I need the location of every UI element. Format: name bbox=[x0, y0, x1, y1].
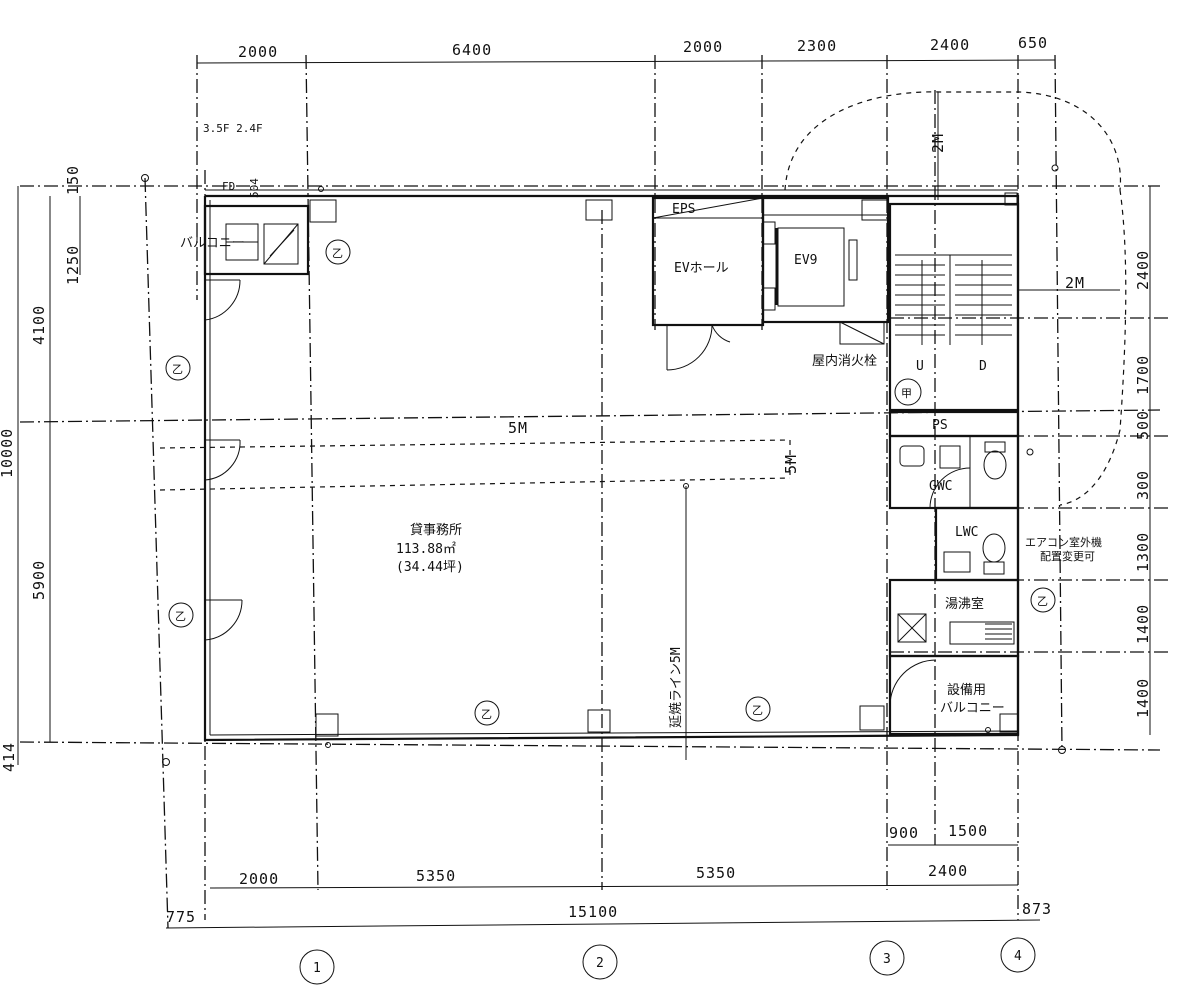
top-dim-6: 650 bbox=[1018, 34, 1048, 52]
left-dim-1: 150 bbox=[64, 165, 82, 195]
grid-label-2: 2 bbox=[596, 956, 604, 971]
right-dim-6: 1400 bbox=[1134, 604, 1152, 644]
right-dim-4: 300 bbox=[1134, 470, 1152, 500]
up-label: U bbox=[916, 359, 924, 374]
office-name: 貸事務所 bbox=[410, 522, 462, 538]
radius-2m-top: 2M bbox=[929, 133, 947, 153]
grid-markers bbox=[141, 174, 1066, 766]
bottom-row3-dim-2: 15100 bbox=[568, 903, 618, 921]
fire-door-otsu-1: 乙 bbox=[332, 247, 343, 260]
elevator-core: EPS EVホール EV9 屋内消火栓 bbox=[651, 196, 890, 371]
fire-door-otsu-6: 乙 bbox=[1037, 595, 1048, 608]
grid-label-4: 4 bbox=[1014, 949, 1022, 964]
equip-balcony-label-2: バルコニー bbox=[940, 701, 1005, 716]
right-dimension-labels: 2400 1700 500 300 1300 1400 1400 bbox=[1134, 250, 1152, 718]
bottom-row3-dim-1: 775 bbox=[166, 908, 196, 926]
right-dim-2: 1700 bbox=[1134, 355, 1152, 395]
right-dim-1: 2400 bbox=[1134, 250, 1152, 290]
service-rooms: PS GWC LWC 湯沸室 設備用 バルコニー エアコン室外機 配置変更可 bbox=[888, 410, 1102, 736]
left-dim-5: 414 bbox=[0, 742, 18, 772]
office-tsubo: (34.44坪) bbox=[396, 560, 464, 575]
bottom-dimension-labels: 900 1500 2000 5350 5350 2400 775 15100 8… bbox=[166, 822, 1052, 926]
left-dimension-labels: 150 1250 4100 5900 414 10000 bbox=[0, 165, 82, 772]
right-dim-5: 1300 bbox=[1134, 532, 1152, 572]
top-dim-3: 2000 bbox=[683, 38, 723, 56]
small-504-label: 504 bbox=[248, 178, 261, 198]
fire-lines bbox=[159, 91, 1127, 760]
left-dim-2: 1250 bbox=[64, 245, 82, 285]
bottom-row1-dim-2: 1500 bbox=[948, 822, 988, 840]
left-dim-4: 5900 bbox=[30, 560, 48, 600]
kitchen-label: 湯沸室 bbox=[945, 596, 984, 612]
fire-door-otsu-3: 乙 bbox=[175, 610, 186, 623]
top-dim-4: 2300 bbox=[797, 37, 837, 55]
dimension-lines bbox=[17, 59, 1151, 929]
bottom-row3-dim-3: 873 bbox=[1022, 900, 1052, 918]
bottom-row1-dim-1: 900 bbox=[889, 824, 919, 842]
fire-door-kou: 甲 bbox=[901, 387, 912, 400]
grid-bubbles: 1 2 3 4 bbox=[299, 937, 1036, 985]
left-doors bbox=[204, 279, 243, 641]
bottom-row2-dim-1: 2000 bbox=[239, 870, 279, 888]
lwc-label: LWC bbox=[955, 525, 978, 540]
fire-door-otsu-2: 乙 bbox=[172, 363, 183, 376]
radius-2m-right: 2M bbox=[1065, 274, 1085, 292]
equip-balcony-label-1: 設備用 bbox=[947, 682, 986, 698]
floor-height-note: 3.5F 2.4F bbox=[203, 122, 263, 135]
line-5m-vertical: 5M bbox=[782, 454, 800, 474]
fire-door-otsu-5: 乙 bbox=[752, 704, 763, 717]
fire-door-markers: 乙 乙 乙 乙 乙 乙 bbox=[165, 239, 1056, 726]
outdoor-unit-label-2: 配置変更可 bbox=[1040, 549, 1095, 563]
down-label: D bbox=[979, 359, 987, 374]
office-labels: 貸事務所 113.88㎡ (34.44坪) 5M 5M 延焼ライン5M 2M 2… bbox=[203, 122, 1085, 728]
balcony-label: バルコニー bbox=[180, 236, 245, 251]
outdoor-unit-label-1: エアコン室外機 bbox=[1025, 535, 1102, 549]
top-dim-1: 2000 bbox=[238, 43, 278, 61]
bottom-row2-dim-2: 5350 bbox=[416, 867, 456, 885]
gwc-label: GWC bbox=[929, 479, 952, 494]
grid-axes bbox=[19, 54, 1170, 929]
grid-label-1: 1 bbox=[313, 961, 321, 976]
line-5m-horizontal: 5M bbox=[508, 419, 528, 437]
ev-hall-label: EVホール bbox=[674, 261, 729, 276]
ev-label: EV9 bbox=[794, 253, 817, 268]
fire-door-otsu-4: 乙 bbox=[481, 708, 492, 721]
top-dim-2: 6400 bbox=[452, 41, 492, 59]
boundary-line-label: 延焼ライン5M bbox=[669, 647, 684, 728]
eps-label: EPS bbox=[672, 202, 695, 217]
right-dim-7: 1400 bbox=[1134, 678, 1152, 718]
office-area: 113.88㎡ bbox=[396, 542, 456, 557]
building-walls bbox=[203, 186, 1020, 748]
right-dim-3: 500 bbox=[1134, 410, 1152, 440]
ps-label: PS bbox=[932, 418, 948, 433]
stair: U D 甲 bbox=[888, 202, 1020, 412]
top-dim-5: 2400 bbox=[930, 36, 970, 54]
balcony-top-left: バルコニー FD 504 bbox=[180, 178, 310, 276]
left-dim-3: 4100 bbox=[30, 305, 48, 345]
grid-label-3: 3 bbox=[883, 952, 891, 967]
top-dimension-labels: 2000 6400 2000 2300 2400 650 bbox=[238, 34, 1048, 61]
hydrant-label: 屋内消火栓 bbox=[812, 353, 877, 369]
fd-label: FD bbox=[222, 180, 235, 193]
left-dim-6: 10000 bbox=[0, 428, 16, 478]
bottom-row2-dim-3: 5350 bbox=[696, 864, 736, 882]
bottom-row2-dim-4: 2400 bbox=[928, 862, 968, 880]
